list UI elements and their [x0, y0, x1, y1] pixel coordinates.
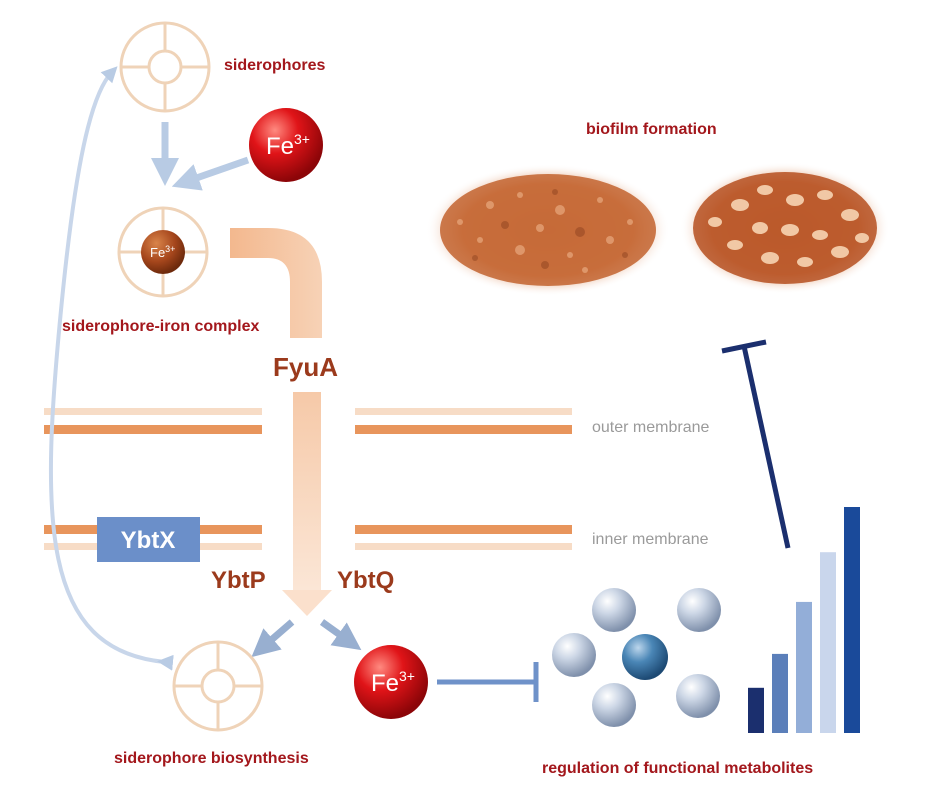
metabolite-sphere-icon — [676, 674, 720, 718]
fe-inhibition-arrow — [437, 662, 539, 702]
siderophore-iron-complex-label: siderophore-iron complex — [62, 318, 259, 335]
ybtq-label: YbtQ — [337, 567, 394, 594]
inner-membrane-label: inner membrane — [592, 531, 709, 548]
svg-text:Fe3+: Fe3+ — [266, 131, 310, 160]
metabolite-sphere-icon — [677, 588, 721, 632]
fyua-label: FyuA — [273, 352, 338, 382]
fyua-transport-arrow — [230, 228, 332, 616]
metabolite-bar — [844, 507, 860, 733]
metabolite-sphere-icon-highlight — [622, 634, 668, 680]
metabolite-bar — [820, 552, 836, 733]
metabolite-bar — [796, 601, 812, 733]
fe3-ion-icon-top: Fe3+ — [249, 108, 323, 182]
regulation-label: regulation of functional metabolites — [542, 760, 813, 777]
fe3-ion-icon-released: Fe3+ — [354, 645, 428, 719]
to-biosynthesis-arrow — [251, 619, 295, 658]
metabolite-bar-chart — [748, 507, 860, 733]
complex-fe-charge: 3+ — [165, 244, 175, 254]
siderophore-iron-complex-icon: Fe3+ — [117, 206, 209, 298]
biofilm-inhibition-arrow — [721, 339, 791, 549]
recycle-arrow — [48, 66, 174, 671]
siderophores-label: siderophores — [224, 57, 325, 74]
metabolite-sphere-icon — [592, 588, 636, 632]
ybtp-label: YbtP — [211, 567, 266, 594]
metabolite-sphere-icon — [592, 683, 636, 727]
metabolite-cluster — [552, 588, 721, 727]
outer-membrane-label: outer membrane — [592, 419, 709, 436]
biofilm-formation-label: biofilm formation — [586, 121, 717, 138]
to-fe-release-arrow — [319, 619, 362, 651]
siderophore-ring-icon — [119, 21, 211, 113]
fe-bottom-charge: 3+ — [399, 668, 415, 684]
fe-to-complex-arrow — [171, 156, 250, 191]
fe-bottom-element: Fe — [371, 670, 399, 697]
biofilm-micrograph-icon-right — [680, 162, 890, 294]
fe-top-charge: 3+ — [294, 131, 310, 147]
biofilm-micrograph-icon-left — [426, 164, 670, 296]
siderophore-biosynthesis-icon — [172, 640, 264, 732]
fe-top-element: Fe — [266, 133, 294, 160]
metabolite-bar — [748, 687, 764, 733]
svg-text:Fe3+: Fe3+ — [371, 668, 415, 697]
ybtx-box — [97, 517, 200, 562]
siderophore-biosynthesis-label: siderophore biosynthesis — [114, 750, 309, 767]
svg-text:Fe3+: Fe3+ — [150, 244, 175, 260]
metabolite-bar — [772, 653, 788, 733]
ybtx-label: YbtX — [121, 527, 176, 554]
complex-fe-element: Fe — [150, 245, 165, 260]
metabolite-sphere-icon — [552, 633, 596, 677]
